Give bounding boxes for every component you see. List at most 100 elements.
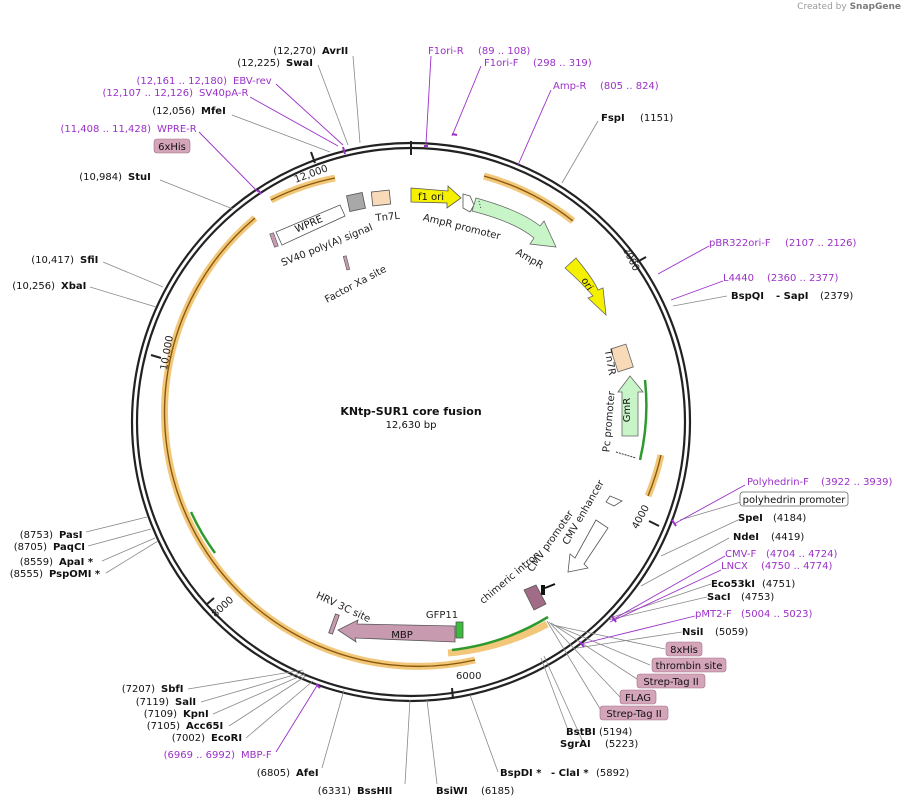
ndei-name[interactable]: NdeI bbox=[733, 532, 759, 543]
polyhedrin-f-name[interactable]: Polyhedrin-F bbox=[747, 477, 809, 488]
flag-tag[interactable] bbox=[619, 689, 657, 705]
leader-pspomi bbox=[105, 540, 159, 574]
f1-ori-label: f1 ori bbox=[418, 192, 444, 203]
sfii-name[interactable]: SfiI bbox=[80, 255, 98, 266]
leader-mbp-f bbox=[275, 683, 319, 753]
thrombin-site-tag[interactable] bbox=[651, 657, 727, 673]
mbp-label: MBP bbox=[391, 630, 413, 641]
polyhedrin-promoter-box[interactable] bbox=[739, 491, 849, 507]
mark-wpre bbox=[257, 189, 262, 195]
pasi-pos: (8753) bbox=[20, 530, 53, 541]
lncx-name[interactable]: LNCX bbox=[721, 561, 748, 572]
mark-f1ori-f bbox=[451, 133, 458, 136]
snapgene-watermark: Created by SnapGene bbox=[797, 2, 901, 12]
f1-ori-feature[interactable] bbox=[410, 185, 462, 209]
bsshii-name[interactable]: BssHII bbox=[357, 786, 392, 797]
leader-strep2b bbox=[546, 620, 603, 713]
hrv3c-feature[interactable] bbox=[328, 613, 340, 635]
leader-amp-r bbox=[517, 89, 552, 166]
ampr-promoter-feature[interactable] bbox=[462, 193, 475, 213]
pbr322ori-f-name[interactable]: pBR322ori-F bbox=[709, 238, 771, 249]
cmv-f-name[interactable]: CMV-F bbox=[725, 549, 756, 560]
xbai-name[interactable]: XbaI bbox=[61, 281, 86, 292]
pasi-name[interactable]: PasI bbox=[59, 530, 82, 541]
pc-promoter-hatch bbox=[615, 451, 637, 459]
acc65i-name[interactable]: Acc65I bbox=[186, 721, 223, 732]
sbfi-name[interactable]: SbfI bbox=[161, 684, 183, 695]
bsiwi-name[interactable]: BsiWI bbox=[436, 786, 468, 797]
gfp11-feature[interactable] bbox=[455, 621, 464, 639]
bstbi-name[interactable]: BstBI bbox=[566, 727, 596, 738]
ori-feature[interactable] bbox=[564, 257, 607, 317]
avrii-pos: (12,270) bbox=[273, 46, 316, 57]
apai-name[interactable]: ApaI * bbox=[59, 557, 94, 568]
primer-marks bbox=[257, 133, 677, 689]
ampr-label: AmpR bbox=[514, 247, 545, 271]
spei-name[interactable]: SpeI bbox=[738, 513, 763, 524]
6xhis-tag[interactable] bbox=[153, 138, 191, 154]
leader-polyhedrin bbox=[679, 501, 742, 521]
mbp-f-name[interactable]: MBP-F bbox=[241, 750, 272, 761]
stui-name[interactable]: StuI bbox=[128, 172, 151, 183]
l4440-name[interactable]: L4440 bbox=[723, 273, 754, 284]
6xhis-feature[interactable] bbox=[269, 232, 279, 248]
polyhedrin-promoter-feature[interactable] bbox=[605, 495, 623, 507]
bspdi-name[interactable]: BspDI * bbox=[500, 768, 542, 779]
watermark-brand: SnapGene bbox=[849, 2, 901, 12]
gmr-feature[interactable] bbox=[617, 375, 644, 437]
cmv-enhancer-feature[interactable] bbox=[567, 519, 609, 573]
ebv-rev-name[interactable]: EBV-rev bbox=[233, 76, 272, 87]
strep-tag-ii-b-label: Strep-Tag II bbox=[606, 709, 661, 720]
tick-marks bbox=[150, 141, 660, 700]
leader-xbai bbox=[89, 286, 157, 308]
leader-pbr322ori-f bbox=[657, 245, 710, 275]
mark-ebv bbox=[342, 146, 346, 155]
f1ori-r-name[interactable]: F1ori-R bbox=[428, 46, 464, 57]
swai-name[interactable]: SwaI bbox=[286, 58, 313, 69]
saci-name[interactable]: SacI bbox=[707, 592, 731, 603]
strep-tag-ii-b[interactable] bbox=[599, 705, 669, 721]
mfei-name[interactable]: MfeI bbox=[201, 106, 226, 117]
tick-10000 bbox=[150, 354, 162, 359]
mbp-feature[interactable] bbox=[337, 619, 456, 643]
wpre-r-name[interactable]: WPRE-R bbox=[157, 124, 197, 135]
amp-r-name[interactable]: Amp-R bbox=[553, 81, 587, 92]
strep-tag-ii-a[interactable] bbox=[636, 673, 706, 689]
factor-xa-feature[interactable] bbox=[342, 255, 351, 271]
ampr-feature[interactable] bbox=[471, 197, 557, 248]
wpre-r-pos: (11,408 .. 11,428) bbox=[61, 124, 152, 135]
sali-name[interactable]: SalI bbox=[175, 697, 196, 708]
8xhis-tag[interactable] bbox=[665, 641, 703, 657]
paqci-name[interactable]: PaqCI bbox=[53, 542, 85, 553]
avrii-name[interactable]: AvrII bbox=[322, 46, 348, 57]
sv40pa-r-name[interactable]: SV40pA-R bbox=[199, 88, 248, 99]
fspi-name[interactable]: FspI bbox=[601, 113, 625, 124]
bspqi-pos: (2379) bbox=[820, 291, 853, 302]
wpre-feature[interactable] bbox=[275, 204, 346, 246]
l4440-pos: (2360 .. 2377) bbox=[767, 273, 839, 284]
sapi-name[interactable]: - SapI bbox=[776, 291, 808, 302]
saci-pos: (4753) bbox=[741, 592, 774, 603]
afei-name[interactable]: AfeI bbox=[296, 768, 319, 779]
pmt2-f-name[interactable]: pMT2-F bbox=[695, 609, 732, 620]
6xhis-tag-label: 6xHis bbox=[158, 142, 186, 153]
ebv-rev-pos: (12,161 .. 12,180) bbox=[137, 76, 228, 87]
apai-pos: (8559) bbox=[20, 557, 53, 568]
tn7l-feature[interactable] bbox=[370, 189, 392, 207]
sv40-polya-feature[interactable] bbox=[346, 192, 366, 212]
bspqi-name[interactable]: BspQI bbox=[731, 291, 764, 302]
kpni-name[interactable]: KpnI bbox=[183, 709, 209, 720]
hrv3c-label: HRV 3C site bbox=[314, 590, 372, 625]
watermark-prefix: Created by bbox=[797, 2, 847, 12]
eco53ki-name[interactable]: Eco53kI bbox=[711, 579, 755, 590]
ecori-name[interactable]: EcoRI bbox=[211, 733, 242, 744]
nsii-name[interactable]: NsiI bbox=[682, 627, 703, 638]
chimeric-intron-feature[interactable] bbox=[523, 584, 547, 611]
f1ori-f-name[interactable]: F1ori-F bbox=[484, 58, 519, 69]
pspomi-name[interactable]: PspOMI * bbox=[49, 569, 101, 580]
tn7r-feature[interactable] bbox=[610, 343, 634, 373]
8xhis-tag-label: 8xHis bbox=[670, 645, 698, 656]
clai-name[interactable]: - ClaI * bbox=[551, 768, 589, 779]
leader-pmt2-f bbox=[580, 615, 696, 645]
sgrai-name[interactable]: SgrAI bbox=[560, 739, 591, 750]
